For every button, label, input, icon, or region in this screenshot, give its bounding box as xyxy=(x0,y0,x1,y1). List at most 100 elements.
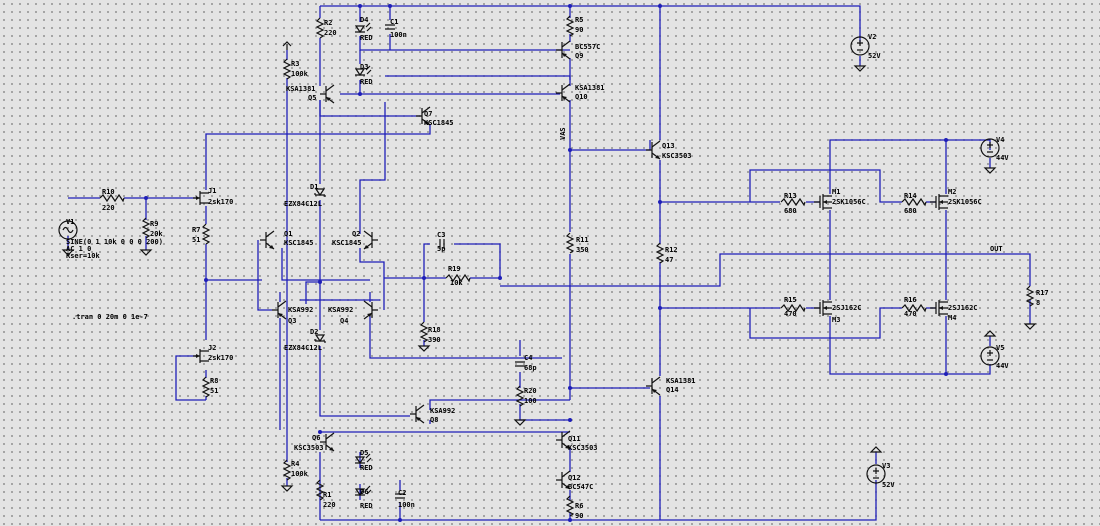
label-ref: R19 xyxy=(448,265,461,273)
wire-c4-r20 xyxy=(519,340,570,421)
label-value: 5p xyxy=(437,245,445,253)
label-value: 470 xyxy=(904,310,917,318)
label-value: KSA1381 xyxy=(575,84,605,92)
wire-gate-m1-m3 xyxy=(660,201,820,309)
label-ref: D1 xyxy=(310,183,318,191)
spice-directive[interactable]: .tran 0 20m 0 1e-7 xyxy=(72,313,148,321)
label-ref: R8 xyxy=(210,377,218,385)
capacitor-c3[interactable]: C3 5p xyxy=(437,231,445,253)
junction-dots xyxy=(144,4,948,522)
label-ref: R14 xyxy=(904,192,917,200)
wire-diff-pair xyxy=(257,240,562,430)
label-value: 20k xyxy=(150,230,163,238)
label-ref: Q3 xyxy=(288,317,296,325)
voltage-source-v4[interactable]: V4 44V xyxy=(980,136,1009,162)
label-value: 2sk170 xyxy=(208,198,233,206)
label-value: 44V xyxy=(996,154,1009,162)
label-ref: Q13 xyxy=(662,142,675,150)
label-value: 2SJ162C xyxy=(948,304,978,312)
net-label-vas: VAS xyxy=(559,127,567,140)
transistor-q4[interactable]: Q4 KSA992 xyxy=(328,300,379,325)
label-ref: V4 xyxy=(996,136,1004,144)
net-label-out: OUT xyxy=(990,245,1003,253)
label-value: SINE(0 1 10k 0 0 0 200) xyxy=(66,238,163,246)
label-ref: R9 xyxy=(150,220,158,228)
label-ref: Q7 xyxy=(424,110,432,118)
label-value: 100n xyxy=(398,501,415,509)
label-ref: M1 xyxy=(832,188,840,196)
label-value: 2SK1056C xyxy=(948,198,982,206)
label-value: KSC1845 xyxy=(424,119,454,127)
label-ref: V5 xyxy=(996,344,1004,352)
label-value: RED xyxy=(360,464,373,472)
label-ref: Q10 xyxy=(575,93,588,101)
label-ref: Q11 xyxy=(568,435,581,443)
label-value: 52V xyxy=(882,481,895,489)
label-ref: M4 xyxy=(948,314,956,322)
label-ref: Q4 xyxy=(340,317,348,325)
label-value: KSC3503 xyxy=(662,152,692,160)
label-value: 220 xyxy=(323,501,336,509)
wire-out xyxy=(500,253,1031,287)
label-value: 100 xyxy=(524,397,537,405)
label-ref: C3 xyxy=(437,231,445,239)
label-value: 51 xyxy=(192,236,200,244)
label-value: KSA992 xyxy=(328,306,353,314)
label-value: KSC3503 xyxy=(294,444,324,452)
mosfet-m4[interactable]: M4 2SJ162C xyxy=(929,299,978,322)
label-value: KSC1845 xyxy=(284,239,314,247)
